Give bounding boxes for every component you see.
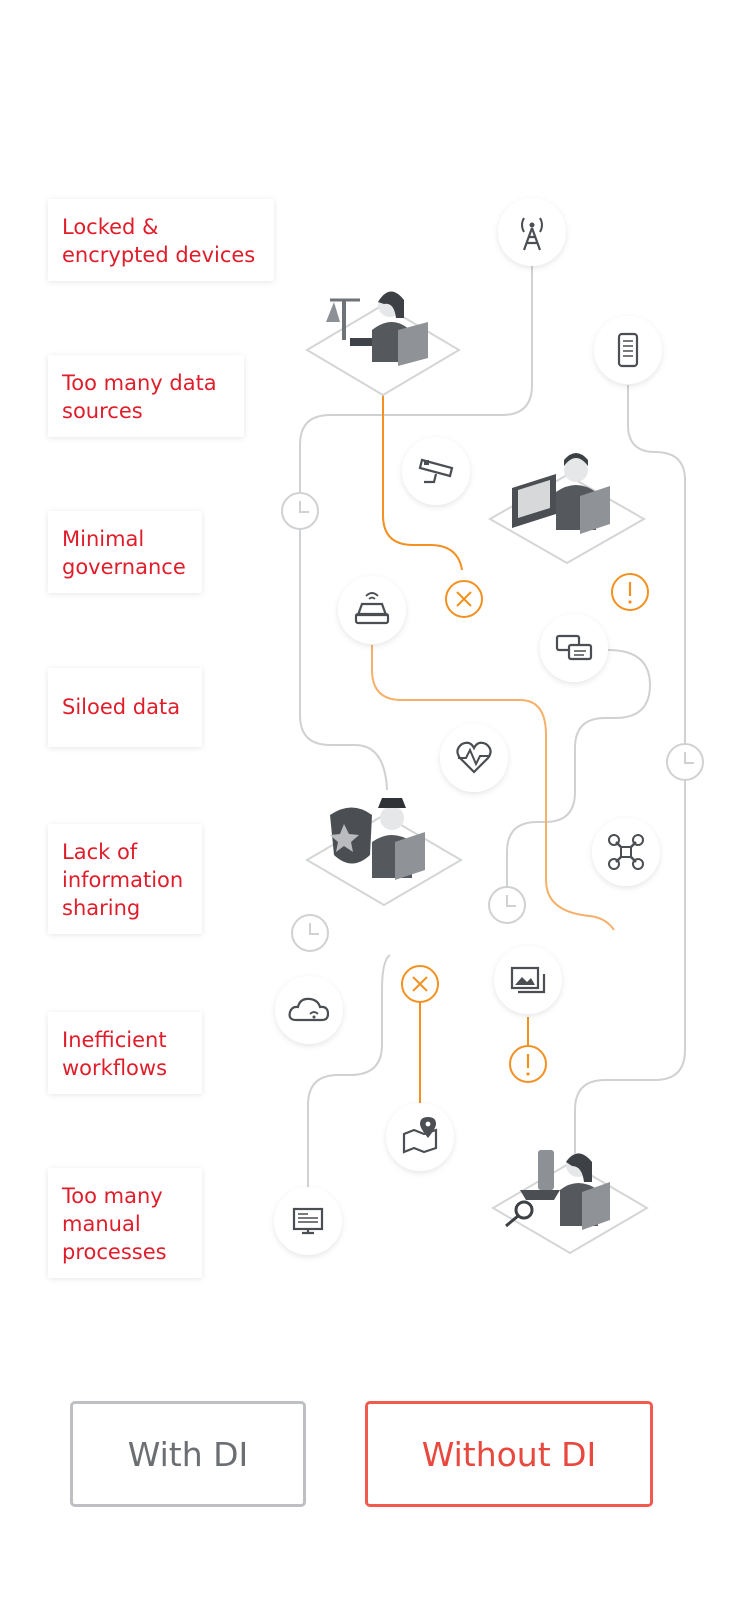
- police-officer-figure: [305, 798, 463, 907]
- warning-exclamation-icon: [509, 1045, 547, 1083]
- cell-tower-icon: [498, 198, 566, 266]
- orange-connectors: [371, 395, 615, 1106]
- chat-bubbles-icon: [540, 614, 608, 682]
- clock-icon: [281, 492, 319, 530]
- image-gallery-icon: [494, 946, 562, 1014]
- computer-monitor-icon: [274, 1187, 342, 1255]
- car-icon: [338, 576, 406, 644]
- lab-analyst-figure: [491, 1150, 649, 1255]
- cloud-wifi-icon: [275, 976, 343, 1044]
- clock-icon: [291, 914, 329, 952]
- map-pin-icon: [386, 1103, 454, 1171]
- error-x-icon: [445, 580, 483, 618]
- heartbeat-icon: [440, 724, 508, 792]
- challenge-lack-of-sharing: Lack of information sharing: [48, 824, 202, 934]
- with-di-button[interactable]: With DI: [70, 1401, 306, 1507]
- challenge-manual-processes: Too many manual processes: [48, 1168, 202, 1278]
- judge-figure: [305, 291, 461, 397]
- challenge-locked-devices: Locked & encrypted devices: [48, 199, 274, 281]
- clock-icon: [488, 886, 526, 924]
- mobile-phone-icon: [594, 316, 662, 384]
- grey-connectors: [299, 265, 686, 1190]
- challenge-inefficient-workflows: Inefficient workflows: [48, 1012, 202, 1094]
- drone-icon: [592, 818, 660, 886]
- challenge-too-many-sources: Too many data sources: [48, 355, 244, 437]
- warning-exclamation-icon: [611, 573, 649, 611]
- analyst-figure: [487, 453, 647, 565]
- cctv-camera-icon: [402, 437, 470, 505]
- challenge-siloed-data: Siloed data: [48, 668, 202, 747]
- workflow-diagram: [274, 198, 704, 1255]
- clock-icon: [666, 743, 704, 781]
- challenge-minimal-governance: Minimal governance: [48, 511, 202, 593]
- without-di-button[interactable]: Without DI: [365, 1401, 653, 1507]
- error-x-icon: [401, 965, 439, 1003]
